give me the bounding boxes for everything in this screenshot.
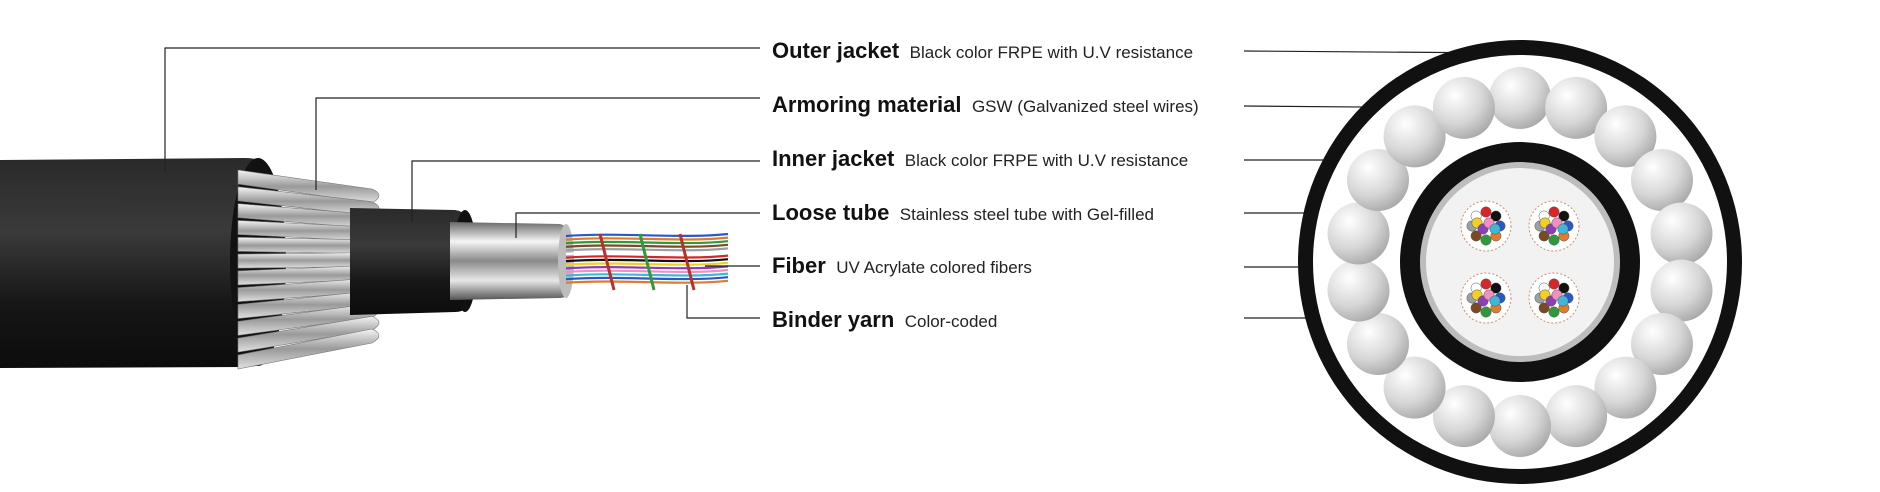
fiber-section	[1470, 230, 1482, 242]
armor-wire-section	[1383, 356, 1446, 419]
armor-wire-section	[1594, 356, 1657, 419]
armor-wire-section	[1327, 259, 1390, 322]
armor-wire-section	[1432, 385, 1495, 448]
fiber-strand	[565, 243, 729, 248]
fiber-section	[1480, 306, 1492, 318]
fiber-strand	[565, 279, 729, 284]
outer-jacket-section	[0, 158, 270, 368]
binder-yarn	[638, 233, 656, 291]
label-inner-jacket: Inner jacket Black color FRPE with U.V r…	[772, 146, 1188, 171]
fiber-section	[1557, 223, 1569, 235]
inner-jacket-section	[350, 208, 470, 315]
fiber-section	[1480, 234, 1492, 246]
fiber-bundle	[565, 232, 729, 284]
fiber-strand	[565, 268, 729, 274]
binder-yarns	[598, 233, 696, 291]
armor-wire-section	[1545, 76, 1608, 139]
armor-wire-section	[1383, 105, 1446, 168]
component-labels: Outer jacket Black color FRPE with U.V r…	[772, 38, 1199, 332]
binder-yarn	[598, 233, 616, 291]
armor-wire-section	[1347, 313, 1409, 375]
leader-armoring	[315, 97, 760, 190]
label-fiber: Fiber UV Acrylate colored fibers	[772, 253, 1032, 278]
fiber-strand	[565, 232, 729, 238]
label-loose-tube: Loose tube Stainless steel tube with Gel…	[772, 200, 1154, 225]
armor-wire-section	[1327, 202, 1390, 265]
fiber-section	[1489, 223, 1501, 235]
fiber-section	[1480, 206, 1492, 218]
cable-cross-section	[1298, 40, 1742, 484]
fiber-section	[1490, 282, 1502, 294]
cross-fiber-bundles	[1460, 200, 1580, 324]
fiber-strand	[565, 261, 729, 266]
fiber-strand	[565, 276, 729, 281]
armor-wire-section	[1650, 202, 1713, 265]
fiber-strand	[565, 236, 729, 241]
fiber-section	[1548, 278, 1560, 290]
armor-wire-section	[1347, 149, 1409, 211]
armor-wire-section	[1631, 313, 1693, 375]
loose-tube-section	[450, 222, 570, 300]
armor-wire-section	[1545, 385, 1608, 448]
fiber-section	[1557, 295, 1569, 307]
fiber-strand	[565, 272, 729, 277]
fiber-strand	[565, 250, 729, 256]
cable-side-view	[0, 158, 729, 370]
armor-wire-section	[1432, 76, 1495, 139]
armor-wire-section	[1650, 259, 1713, 322]
armor-wire-section	[1489, 67, 1551, 129]
fiber-section	[1548, 206, 1560, 218]
leader-loose-tube	[515, 212, 760, 238]
leader-binder	[686, 285, 760, 319]
armor-wire	[237, 328, 380, 370]
fiber-section	[1538, 302, 1550, 314]
armor-wire-section	[1489, 395, 1551, 457]
fiber-section	[1548, 306, 1560, 318]
label-armoring-material: Armoring material GSW (Galvanized steel …	[772, 92, 1199, 117]
armor-wire-section	[1631, 149, 1693, 211]
fiber-strand	[565, 240, 729, 245]
fiber-strand	[565, 247, 729, 252]
label-binder-yarn: Binder yarn Color-coded	[772, 307, 997, 332]
binder-yarn	[678, 233, 696, 291]
cross-gel-fill	[1426, 168, 1614, 356]
leader-inner-jacket	[411, 160, 760, 222]
label-outer-jacket: Outer jacket Black color FRPE with U.V r…	[772, 38, 1193, 63]
fiber-strand	[565, 254, 729, 259]
fiber-section	[1538, 230, 1550, 242]
armor-wire-section	[1594, 105, 1657, 168]
fiber-section	[1470, 302, 1482, 314]
fiber-section	[1558, 210, 1570, 222]
cross-armor-wires	[1327, 67, 1713, 457]
fiber-section	[1548, 234, 1560, 246]
fiber-section	[1480, 278, 1492, 290]
fiber-strand	[565, 258, 729, 263]
left-leader-lines	[164, 47, 760, 319]
fiber-section	[1489, 295, 1501, 307]
fiber-section	[1490, 210, 1502, 222]
leader-outer-jacket	[164, 47, 760, 172]
fiber-section	[1558, 282, 1570, 294]
